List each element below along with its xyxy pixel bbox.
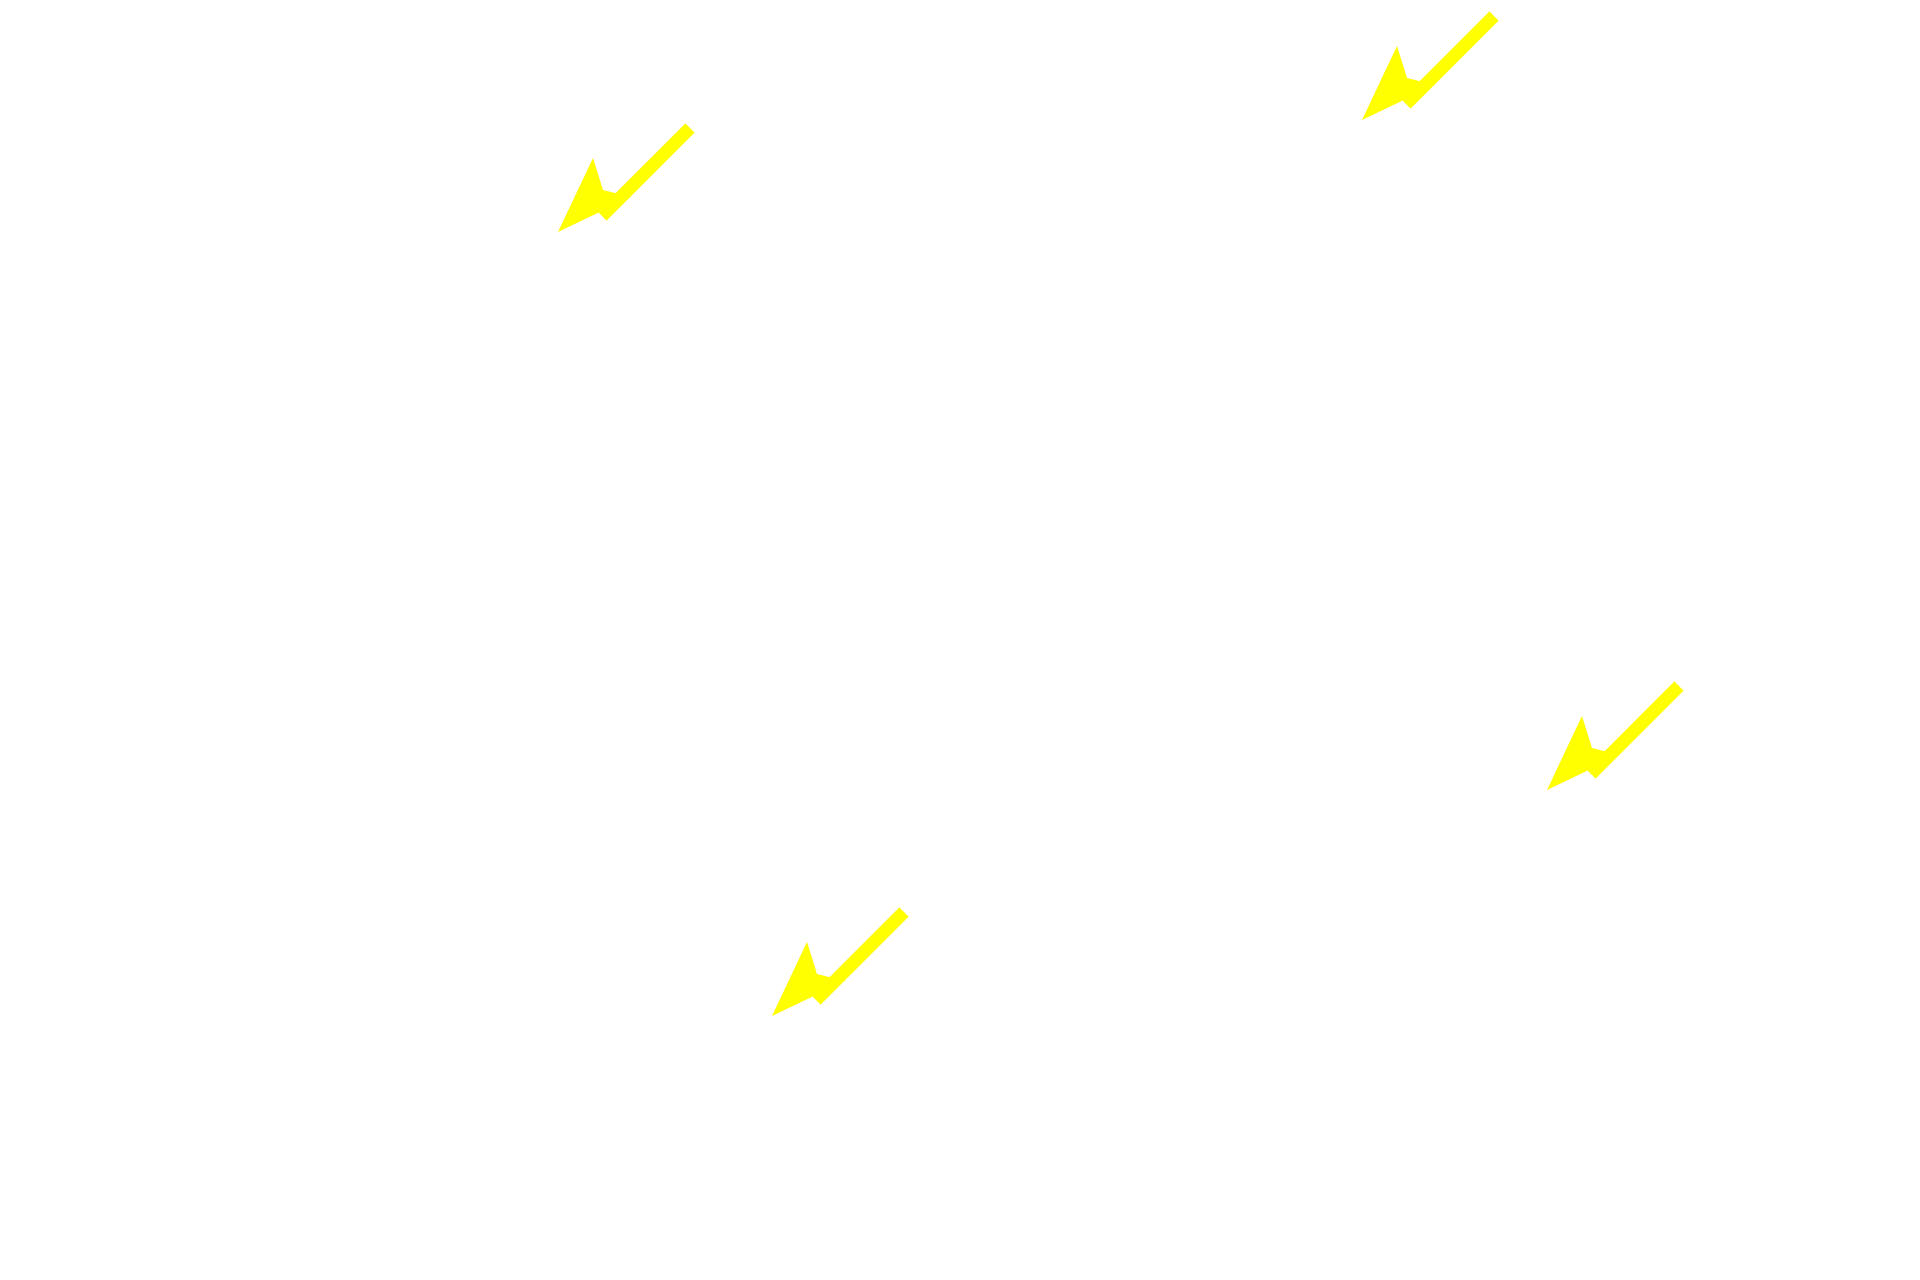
- arrow-down-left-icon: [1360, 6, 1504, 150]
- arrow-down-left-icon: [556, 118, 700, 262]
- arrow-down-left-icon: [1545, 676, 1689, 820]
- arrow-down-left-icon: [770, 902, 914, 1046]
